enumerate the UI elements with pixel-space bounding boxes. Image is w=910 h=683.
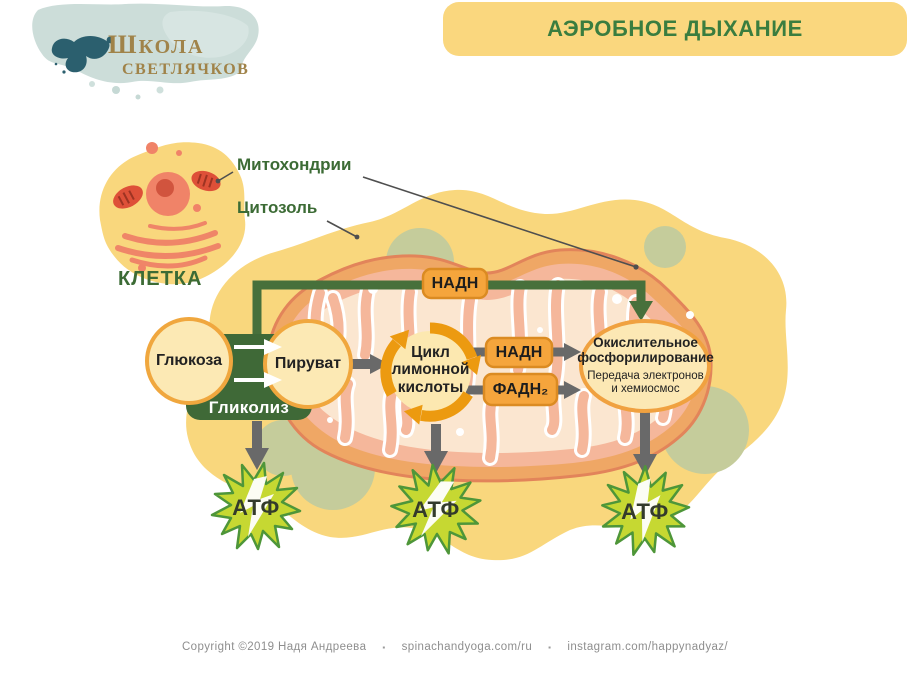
- endoplasmic-reticulum: [115, 221, 221, 269]
- flow-arrows: [245, 343, 657, 476]
- oxidative-phosphorylation-node: [579, 319, 711, 413]
- atp-label-3: АТФ: [621, 499, 669, 524]
- small-mitochondrion-left: [113, 185, 143, 209]
- oxidative-phosphorylation-label: Окислительное фосфорилирование: [577, 335, 714, 366]
- watercolor-drip: [135, 94, 141, 100]
- footer: Copyright ©2019 Надя Андреева ▪ spinacha…: [0, 641, 910, 653]
- nadh-shuttle-tag: [421, 267, 489, 300]
- cell-label: КЛЕТКА: [118, 268, 203, 290]
- watercolor-blob-light: [162, 10, 249, 58]
- logo-line2: Светлячков: [122, 61, 250, 78]
- green-arrowhead-icon: [629, 301, 653, 321]
- page-title: АЭРОБНОЕ ДЫХАНИЕ: [547, 16, 803, 41]
- nadh-tag: [484, 336, 554, 369]
- website-link: spinachandyoga.com/ru: [401, 641, 533, 653]
- watercolor-drip: [156, 86, 164, 94]
- cell-illustration: [99, 142, 246, 285]
- atp-label-1: АТФ: [232, 495, 280, 520]
- glucose-node: [145, 317, 233, 405]
- atp-label-2: АТФ: [412, 497, 460, 522]
- pyruvate-node: [263, 319, 353, 409]
- citric-cycle-label: Цикл лимонной кислоты: [391, 344, 470, 396]
- watercolor-drip: [89, 81, 95, 87]
- nadh-label: НАДН: [495, 344, 543, 361]
- watercolor-drip: [112, 86, 120, 94]
- footer-bullet-icon: ▪: [548, 642, 552, 652]
- oxidative-subtitle: Передача электронов и хемиосмос: [587, 370, 704, 395]
- firefly-fairy-icon: [51, 36, 114, 74]
- nucleolus: [156, 179, 174, 197]
- footer-bullet-icon: ▪: [382, 642, 386, 652]
- fadh2-tag: [482, 372, 559, 407]
- logo-line1: Школа: [108, 30, 205, 59]
- cytosol-label: Цитозоль: [237, 198, 318, 217]
- nadh-shuttle-label: НАДН: [431, 275, 479, 292]
- glucose-label: Глюкоза: [155, 352, 223, 369]
- instagram-link: instagram.com/happynadyaz/: [567, 641, 729, 653]
- logo-watercolor-splash: [32, 3, 259, 100]
- cell-dots: [138, 142, 201, 272]
- glycolysis-label: Гликолиз: [208, 398, 290, 417]
- callout-lines: [215, 171, 639, 270]
- fadh2-label: ФАДН₂: [492, 381, 549, 398]
- mitochondria-label: Митохондрии: [237, 155, 352, 174]
- logo-text: Школа Светлячков: [108, 30, 249, 79]
- glycolysis-arrows: [234, 339, 282, 388]
- logo: Школа Светлячков: [20, 0, 270, 110]
- small-mitochondrion-right: [191, 170, 221, 192]
- title-banner: АЭРОБНОЕ ДЫХАНИЕ: [443, 2, 907, 56]
- citric-acid-cycle: [366, 326, 481, 438]
- pyruvate-label: Пируват: [274, 355, 342, 372]
- copyright-text: Copyright ©2019 Надя Андреева: [181, 641, 367, 653]
